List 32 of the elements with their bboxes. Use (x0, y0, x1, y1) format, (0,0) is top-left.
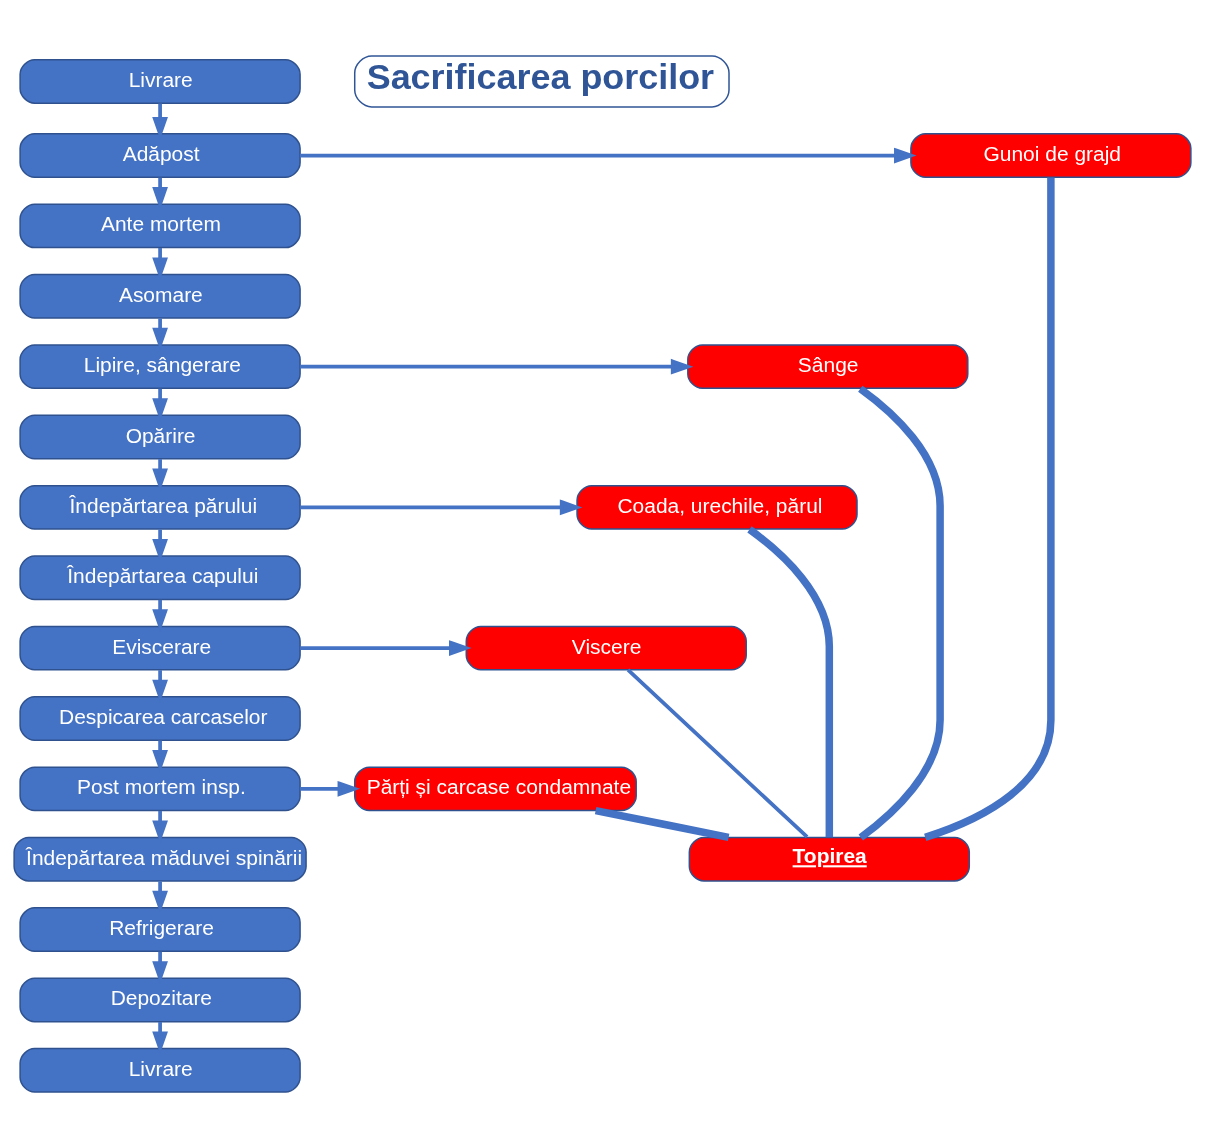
arrow (300, 499, 583, 516)
node-box: Livrare (19, 1047, 301, 1093)
connector (924, 177, 1055, 841)
node-box: Sacrificarea porcilor (353, 55, 730, 108)
node-box: Topirea (688, 836, 971, 882)
node-box: Coada, urechile, părul (576, 484, 858, 530)
node-box: Post mortem insp. (19, 766, 301, 812)
node-box: Adăpost (19, 133, 301, 178)
node-box: Îndepărtarea capului (19, 555, 301, 601)
connector (858, 385, 944, 841)
node-box: Sânge (687, 344, 969, 390)
node-box: Îndepărtarea măduvei spinării (13, 836, 307, 882)
node-box: Lipire, sângerare (19, 344, 301, 390)
node-box: Gunoi de grajd (910, 133, 1192, 178)
node-box: Refrigerare (19, 907, 301, 953)
node-box: Opărire (19, 414, 301, 460)
node-box: Depozitare (19, 977, 301, 1023)
connector (594, 806, 730, 842)
arrow (300, 640, 472, 656)
arrow (300, 780, 361, 797)
node-box: Îndepărtarea părului (19, 484, 301, 530)
node-box: Asomare (19, 273, 301, 319)
node-box: Livrare (19, 59, 301, 104)
connector (626, 668, 809, 839)
node-box: Eviscerare (19, 625, 301, 671)
arrow (300, 358, 694, 375)
arrow (300, 147, 917, 164)
node-box: Viscere (465, 625, 747, 671)
node-box: Ante mortem (19, 203, 301, 249)
node-box: Despicarea carcaselor (19, 696, 301, 741)
node-box: Părți și carcase condamnate (353, 766, 637, 812)
connector (747, 526, 834, 838)
